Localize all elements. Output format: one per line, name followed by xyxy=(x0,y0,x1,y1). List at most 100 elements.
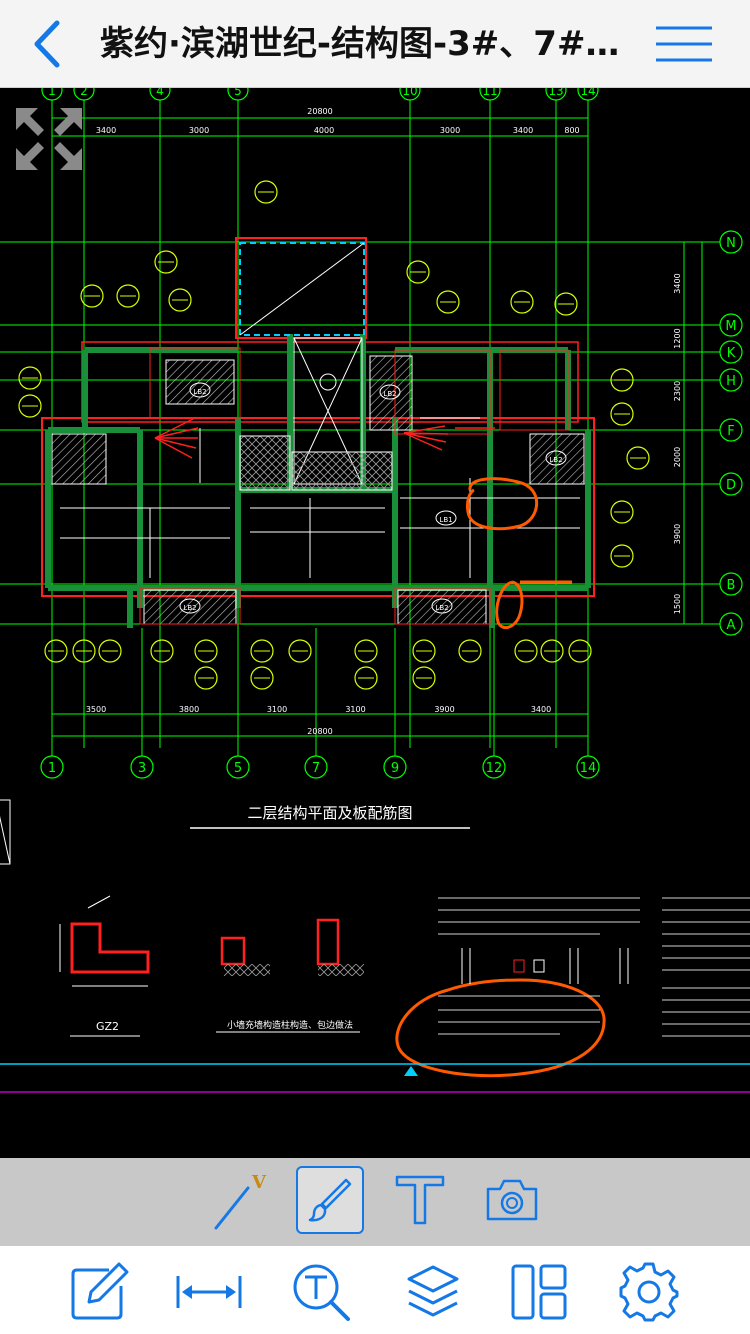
slab-label: LB1 xyxy=(439,516,452,524)
layout-button[interactable] xyxy=(506,1260,572,1324)
dim-right: 1200 xyxy=(673,328,682,348)
axis-bubble-top xyxy=(577,88,599,101)
dim-top: 3400 xyxy=(96,126,116,135)
axis-bubble-top xyxy=(73,88,95,101)
rebar-callout-bubble xyxy=(412,639,436,663)
rebar-callout-bubble xyxy=(288,639,312,663)
line-draw-icon: V xyxy=(214,1172,267,1230)
brush-tool-button[interactable] xyxy=(296,1166,364,1234)
rebar-callout-bubble xyxy=(458,639,482,663)
dim-top: 3400 xyxy=(513,126,533,135)
rebar-callout-bubble xyxy=(98,639,122,663)
dim-top: 4000 xyxy=(314,126,334,135)
axis-bubble-top xyxy=(545,88,567,101)
rebar-callout-bubble xyxy=(514,639,538,663)
layers-icon xyxy=(407,1265,459,1317)
axis-bubble-right xyxy=(719,368,743,392)
axis-label-top: 11 xyxy=(482,88,497,98)
dim-right: 3900 xyxy=(673,524,682,544)
axis-label-bottom: 14 xyxy=(580,761,597,776)
dim-bottom: 3900 xyxy=(434,705,454,714)
rebar-callout-bubble xyxy=(18,394,42,418)
axis-label-top: 5 xyxy=(234,88,242,98)
axis-bubble-right xyxy=(719,572,743,596)
dim-bottom: 3400 xyxy=(531,705,551,714)
detail-title: 小墙充墙构造柱构造、包边做法 xyxy=(227,1019,353,1031)
axis-label-top: 4 xyxy=(156,88,164,98)
dim-bottom: 3500 xyxy=(86,705,106,714)
axis-bubble-bottom xyxy=(304,755,328,779)
rebar-callout-bubble xyxy=(154,250,178,274)
measure-icon xyxy=(176,1276,242,1308)
dim-right: 3400 xyxy=(673,273,682,293)
measure-button[interactable] xyxy=(176,1260,242,1324)
rebar-callout-bubble xyxy=(194,666,218,690)
expand-arrows-icon xyxy=(16,108,82,170)
settings-button[interactable] xyxy=(616,1260,682,1324)
text-search-icon xyxy=(293,1264,350,1321)
bottom-toolbar xyxy=(0,1246,750,1334)
dim-right: 2300 xyxy=(673,381,682,401)
camera-tool-button[interactable] xyxy=(478,1166,546,1234)
axis-label-bottom: 3 xyxy=(138,761,146,776)
axis-bubble-bottom xyxy=(226,755,250,779)
text-search-button[interactable] xyxy=(288,1260,354,1324)
rebar-callouts xyxy=(18,180,650,690)
axis-label-top: 14 xyxy=(580,88,595,98)
layers-button[interactable] xyxy=(400,1260,466,1324)
axis-label-right: D xyxy=(726,478,736,493)
axis-label-bottom: 7 xyxy=(312,761,320,776)
axis-label-bottom: 5 xyxy=(234,761,242,776)
dim-top-total: 20800 xyxy=(307,107,332,116)
axis-bubble-bottom xyxy=(130,755,154,779)
edit-button[interactable] xyxy=(66,1260,132,1324)
annotation-toolbar: V xyxy=(0,1158,750,1246)
slab-label: LB2 xyxy=(435,604,448,612)
fullscreen-button[interactable] xyxy=(14,106,84,172)
slab-label: LB2 xyxy=(193,388,206,396)
rebar-callout-bubble xyxy=(610,500,634,524)
rebar-callout-bubble xyxy=(150,639,174,663)
rebar-callout-bubble xyxy=(194,639,218,663)
edit-icon xyxy=(71,1262,129,1320)
axis-label-right: A xyxy=(727,618,736,633)
axis-label-right: N xyxy=(726,236,736,251)
axis-label-right: K xyxy=(727,346,736,361)
rebar-callout-bubble xyxy=(436,290,460,314)
gz-label: GZ2 xyxy=(96,1020,119,1033)
rebar-callout-bubble xyxy=(568,639,592,663)
axis-bubble-top xyxy=(399,88,421,101)
rebar-callout-bubble xyxy=(250,666,274,690)
menu-button[interactable] xyxy=(652,20,720,68)
markup-annotations xyxy=(395,477,606,1078)
dim-right: 1500 xyxy=(673,594,682,614)
dim-bottom: 3100 xyxy=(345,705,365,714)
axis-bubble-right xyxy=(719,313,743,337)
rebar-callout-bubble xyxy=(406,260,430,284)
text-tool-button[interactable] xyxy=(386,1166,454,1234)
brush-icon xyxy=(308,1178,352,1222)
axis-bubble-bottom xyxy=(383,755,407,779)
back-button[interactable] xyxy=(18,16,78,72)
camera-icon xyxy=(486,1179,538,1221)
axis-label-bottom: 1 xyxy=(48,761,56,776)
axis-bubble-right xyxy=(719,472,743,496)
plan-title: 二层结构平面及板配筋图 xyxy=(247,804,412,822)
axis-label-top: 13 xyxy=(548,88,563,98)
dim-top: 3000 xyxy=(440,126,460,135)
rebar-callout-bubble xyxy=(412,666,436,690)
rebar-callout-bubble xyxy=(254,180,278,204)
line-tool-button[interactable]: V xyxy=(206,1166,274,1234)
rebar-callout-bubble xyxy=(72,639,96,663)
settings-icon xyxy=(619,1262,679,1322)
line-tool-badge: V xyxy=(251,1172,267,1193)
rebar-callout-bubble xyxy=(18,366,42,390)
axis-bubble-right xyxy=(719,230,743,254)
axis-bubble-bottom xyxy=(482,755,506,779)
rebar-callout-bubble xyxy=(510,290,534,314)
detail-drawings: 二层结构平面及板配筋图 GZ2 xyxy=(0,799,750,1093)
